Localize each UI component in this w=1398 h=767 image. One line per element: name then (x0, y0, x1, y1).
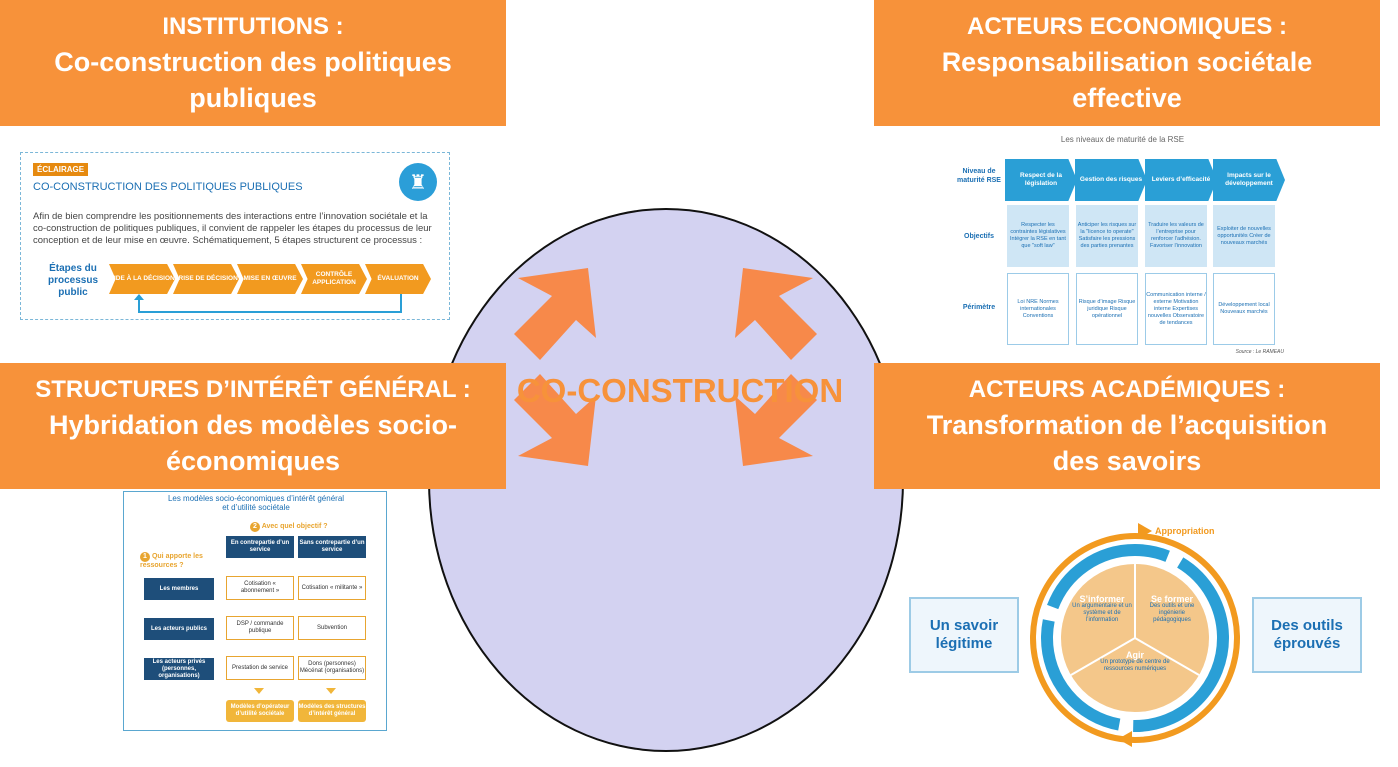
question-one: 1 Qui apporte les ressources ? (140, 552, 210, 570)
question-two: 2 Avec quel objectif ? (250, 522, 328, 532)
down-arrow-icon (254, 688, 264, 694)
rse-source: Source : Le RAMEAU (1235, 349, 1284, 355)
question-one-text: Qui apporte les ressources ? (140, 553, 203, 569)
process-step: CONTRÔLE APPLICATION (301, 264, 367, 294)
down-arrow-icon (326, 688, 336, 694)
process-step: MISE EN ŒUVRE (237, 264, 303, 294)
lighthouse-icon: ♜ (399, 163, 437, 201)
wheel-segment-text: Un prototype de centre de ressources num… (1100, 659, 1170, 672)
box-institutions-subtitle: Co-construction des politiques publiques (54, 47, 452, 113)
convergence-arrows (514, 268, 817, 466)
rse-scope: Développement local Nouveaux marchés (1213, 273, 1275, 345)
question-two-text: Avec quel objectif ? (261, 523, 328, 530)
rse-row-label: Niveau de maturité RSE (957, 168, 1001, 184)
box-academic: ACTEURS ACADÉMIQUES : Transformation de … (874, 363, 1380, 489)
row-head: Les acteurs publics (144, 618, 214, 640)
model-cell: Subvention (298, 616, 366, 640)
model-cell: Dons (personnes) Mécénat (organisations) (298, 656, 366, 680)
panel-policy-tag: ÉCLAIRAGE (33, 163, 89, 176)
rse-row-label: Objectifs (964, 233, 994, 240)
box-economic: ACTEURS ECONOMIQUES : Responsabilisation… (874, 0, 1380, 126)
box-institutions-heading: INSTITUTIONS : (162, 13, 344, 40)
box-general-interest-heading: STRUCTURES D’INTÉRÊT GÉNÉRAL : (35, 376, 471, 403)
box-economic-heading: ACTEURS ECONOMIQUES : (966, 13, 1287, 40)
panel-policy-text: Afin de bien comprendre les positionneme… (33, 211, 432, 246)
panel-policy: ÉCLAIRAGE CO-CONSTRUCTION DES POLITIQUES… (20, 152, 450, 320)
box-proven-tools: Des outils éprouvés (1252, 597, 1362, 673)
panel-policy-steps-label: Étapes du processus public (47, 263, 99, 298)
model-cell: Cotisation « abonnement » (226, 576, 294, 600)
rse-scope: Risque d’image Risque juridique Risque o… (1076, 273, 1138, 345)
arrow-bottom-left (514, 374, 596, 466)
wheel-segment-inform: S’informer Un argumentaire et un système… (1070, 594, 1134, 624)
feedback-loop-arrow (134, 294, 402, 313)
wheel-segment-train: Se former Des outils et une ingénierie p… (1140, 594, 1204, 624)
box-legitimate-knowledge: Un savoir légitime (909, 597, 1019, 673)
rse-objective: Respecter les contraintes législatives I… (1007, 205, 1069, 267)
arrow-top-left (514, 268, 596, 360)
step-number-badge: 2 (250, 522, 260, 532)
row-head: Les acteurs privés (personnes, organisat… (144, 658, 214, 680)
appropriation-label: Appropriation (1155, 526, 1215, 536)
box-academic-heading: ACTEURS ACADÉMIQUES : (968, 376, 1286, 403)
rse-level: Respect de la législation (1005, 159, 1077, 201)
rse-level: Leviers d’efficacité (1145, 159, 1217, 201)
rse-objective: Traduire les valeurs de l’entreprise pou… (1145, 205, 1207, 267)
central-circle (428, 208, 904, 752)
wheel-segment-head: Se former (1150, 594, 1194, 604)
arrow-bottom-right (735, 374, 817, 466)
wheel-segment-head: S’informer (1079, 594, 1125, 604)
wheel-segment-text: Un argumentaire et un système et de l’in… (1072, 603, 1132, 623)
rse-level: Impacts sur le développement (1213, 159, 1285, 201)
box-economic-subtitle: Responsabilisation sociétale effective (941, 47, 1313, 113)
panel-rse: Les niveaux de maturité de la RSE Niveau… (955, 135, 1290, 360)
panel-models-title: Les modèles socio-économiques d’intérêt … (167, 494, 345, 512)
wheel-segment-text: Des outils et une ingénierie pédagogique… (1149, 603, 1195, 623)
panel-models: Les modèles socio-économiques d’intérêt … (123, 491, 387, 731)
box-institutions: INSTITUTIONS : Co-construction des polit… (0, 0, 506, 126)
model-cell: Cotisation « militante » (298, 576, 366, 600)
wheel-segment-head: Agir (1126, 650, 1144, 660)
model-result: Modèles d’opérateur d’utilité sociétale (226, 700, 294, 722)
rse-objective: Anticiper les risques sur la "licence to… (1076, 205, 1138, 267)
center-title: CO-CONSTRUCTION (516, 372, 844, 409)
process-step: AIDE À LA DÉCISION (109, 264, 175, 294)
process-step: PRISE DE DÉCISION (173, 264, 239, 294)
wheel-segment-act: Agir Un prototype de centre de ressource… (1095, 650, 1175, 673)
knowledge-wheel (1030, 523, 1240, 747)
panel-rse-title: Les niveaux de maturité de la RSE (1060, 135, 1185, 144)
box-general-interest-subtitle: Hybridation des modèles socio-économique… (48, 410, 458, 476)
row-head: Les membres (144, 578, 214, 600)
rse-objective: Exploiter de nouvelles opportunités Crée… (1213, 205, 1275, 267)
column-head: En contrepartie d’un service (226, 536, 294, 558)
step-number-badge: 1 (140, 552, 150, 562)
box-academic-subtitle: Transformation de l’acquisition des savo… (926, 410, 1328, 476)
rse-scope: Communication interne / externe Motivati… (1145, 273, 1207, 345)
rse-scope: Loi NRE Normes internationales Conventio… (1007, 273, 1069, 345)
process-step: ÉVALUATION (365, 264, 431, 294)
model-result: Modèles des structures d’intérêt général (298, 700, 366, 722)
model-cell: DSP / commande publique (226, 616, 294, 640)
box-general-interest: STRUCTURES D’INTÉRÊT GÉNÉRAL : Hybridati… (0, 363, 506, 489)
panel-policy-title: CO-CONSTRUCTION DES POLITIQUES PUBLIQUES (33, 181, 303, 193)
model-cell: Prestation de service (226, 656, 294, 680)
column-head: Sans contrepartie d’un service (298, 536, 366, 558)
arrow-top-right (735, 268, 817, 360)
rse-row-label: Périmètre (962, 304, 996, 311)
rse-level: Gestion des risques (1075, 159, 1147, 201)
